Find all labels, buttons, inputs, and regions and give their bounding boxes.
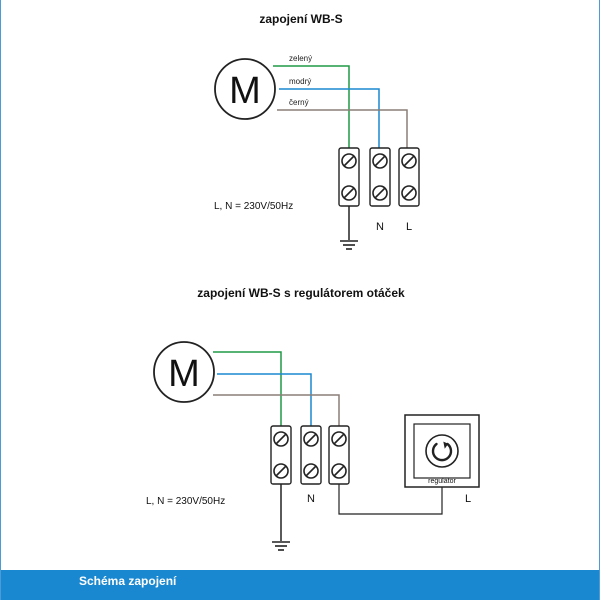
- diagram2-speed-regulator: regulátor: [404, 414, 480, 488]
- diagram2-motor-symbol: M: [168, 353, 200, 395]
- footer-bar: Schéma zapojení: [1, 570, 599, 600]
- diagram1-ground-icon: [339, 240, 359, 250]
- diagram2-motor: M: [153, 341, 215, 403]
- diagram1-terminal-label-l: L: [406, 221, 412, 233]
- diagram2-terminal-label-n: N: [307, 493, 315, 505]
- diagram1-terminal-block: [339, 148, 419, 206]
- diagram1-terminal-label-n: N: [376, 221, 384, 233]
- diagram1-brown-wire: [277, 109, 408, 152]
- diagram1-wire-label-brown: černý: [289, 98, 309, 107]
- diagram1-supply-label: L, N = 230V/50Hz: [214, 201, 293, 212]
- diagram2-green-wire: [213, 351, 282, 428]
- diagram2-supply-label: L, N = 230V/50Hz: [146, 496, 225, 507]
- rotate-icon: [425, 434, 459, 468]
- diagram1-title: zapojení WB-S: [259, 12, 342, 26]
- diagram2-title: zapojení WB-S s regulátorem otáček: [197, 286, 405, 300]
- footer-label: Schéma zapojení: [79, 574, 177, 588]
- diagram1-wires: [273, 65, 408, 152]
- diagram1-wire-label-blue: modrý: [289, 77, 311, 86]
- diagram2-ground-icon: [271, 541, 291, 551]
- diagram1-blue-wire: [279, 88, 380, 152]
- diagram1-wire-label-green: zelený: [289, 54, 312, 63]
- diagram2-brown-wire: [213, 394, 340, 428]
- diagram2-regulator-label: regulátor: [428, 478, 456, 485]
- diagram2-terminal-block: [271, 426, 349, 484]
- diagram2-regulator-wire: [338, 482, 443, 515]
- diagram1-green-wire: [273, 65, 350, 152]
- wiring-diagrams: zapojení WB-S M zelený modrý černý L, N …: [146, 12, 480, 551]
- diagram2-terminal-label-l: L: [465, 493, 471, 505]
- diagram1-motor-symbol: M: [229, 70, 261, 112]
- diagram1-motor: M: [214, 58, 276, 120]
- diagram2-blue-wire: [217, 373, 312, 428]
- diagram2-wires: [213, 351, 443, 515]
